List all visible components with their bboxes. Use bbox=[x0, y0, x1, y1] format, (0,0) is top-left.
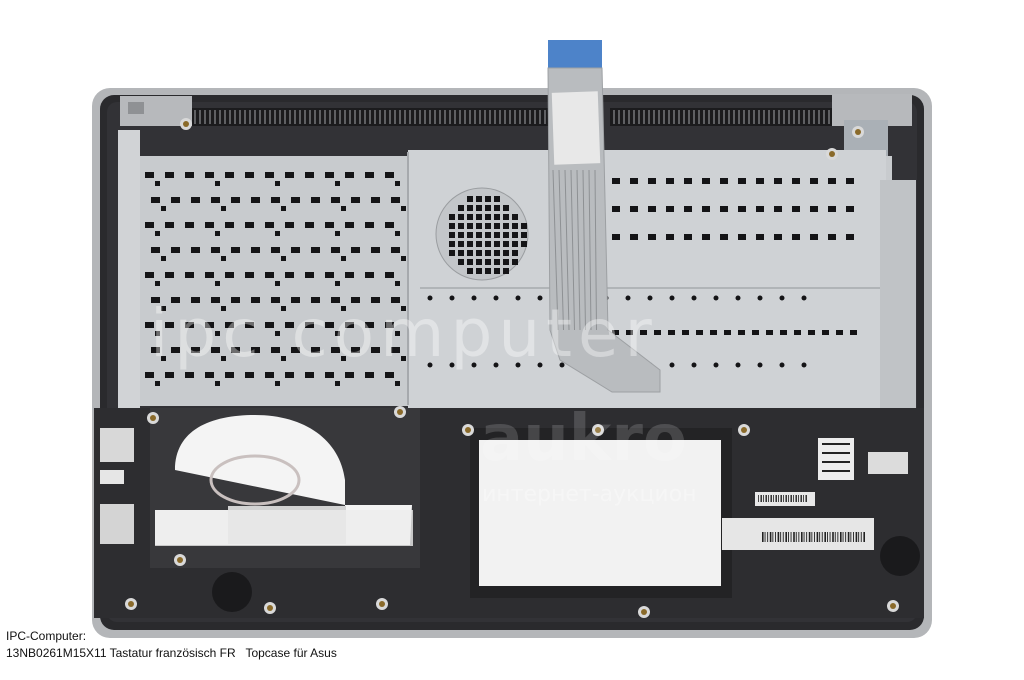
thermal-foil bbox=[155, 415, 413, 546]
left-brackets bbox=[100, 428, 908, 544]
speaker-grille bbox=[435, 187, 529, 281]
caption-line-1: IPC-Computer: bbox=[6, 629, 87, 643]
caption-line-2: 13NB0261M15X11 Tastatur französisch FR T… bbox=[6, 646, 337, 660]
watermark-logo: aukro bbox=[480, 402, 687, 476]
photo-caption: IPC-Computer: 13NB0261M15X11 Tastatur fr… bbox=[6, 628, 337, 662]
keyboard-ribbon-cable bbox=[547, 40, 661, 393]
hinge-left bbox=[120, 96, 192, 126]
speaker-right bbox=[880, 536, 920, 576]
watermark-subtext: интернет-аукцион bbox=[482, 482, 697, 507]
touchpad-window bbox=[470, 428, 732, 598]
speaker-left bbox=[212, 572, 252, 612]
barcode-labels bbox=[722, 438, 874, 550]
vent-slots bbox=[190, 108, 835, 126]
watermark-text: ipc computer bbox=[150, 295, 658, 372]
